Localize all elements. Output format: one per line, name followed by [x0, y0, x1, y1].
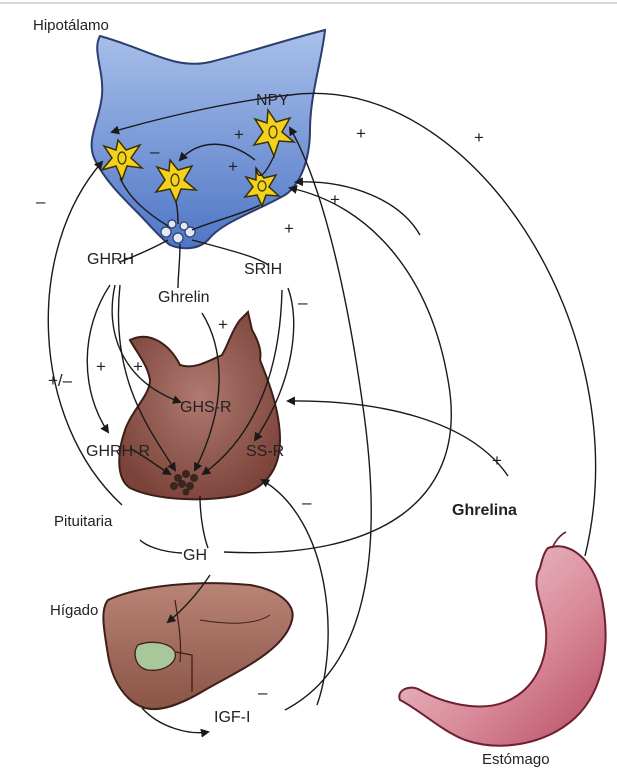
label-ghrh-r: GHRH-R — [86, 443, 150, 460]
sign-minus: – — [298, 293, 308, 312]
label-gh: GH — [183, 547, 207, 564]
sign-plus: + — [228, 157, 238, 176]
sign-minus: – — [150, 142, 160, 161]
sign-minus: – — [36, 192, 46, 211]
sign-plus: + — [218, 315, 228, 334]
label-pituitary: Pituitaria — [54, 513, 113, 530]
label-srih: SRIH — [244, 261, 282, 278]
sign-plus: + — [492, 451, 502, 470]
label-liver: Hígado — [50, 602, 98, 619]
sign-plus: + — [234, 125, 244, 144]
sign-plus: + — [330, 190, 340, 209]
sign-plus: + — [133, 357, 143, 376]
label-ghrh: GHRH — [87, 251, 134, 268]
label-ghs-r: GHS-R — [180, 399, 232, 416]
sign-plus: + — [284, 219, 294, 238]
stomach-shape — [399, 532, 605, 746]
label-npy: NPY — [256, 92, 289, 109]
label-hypothalamus: Hipotálamo — [33, 17, 109, 34]
sign-plus-minus: +/– — [48, 371, 73, 390]
sign-plus: + — [474, 128, 484, 147]
label-ghrelina: Ghrelina — [452, 502, 517, 519]
sign-plus: + — [356, 124, 366, 143]
label-ghrelin: Ghrelin — [158, 289, 210, 306]
sign-plus: + — [96, 357, 106, 376]
label-ss-r: SS-R — [246, 443, 284, 460]
sign-minus: – — [302, 493, 312, 512]
label-stomach: Estómago — [482, 751, 550, 768]
label-igf1: IGF-I — [214, 709, 250, 726]
sign-minus: – — [258, 683, 268, 702]
